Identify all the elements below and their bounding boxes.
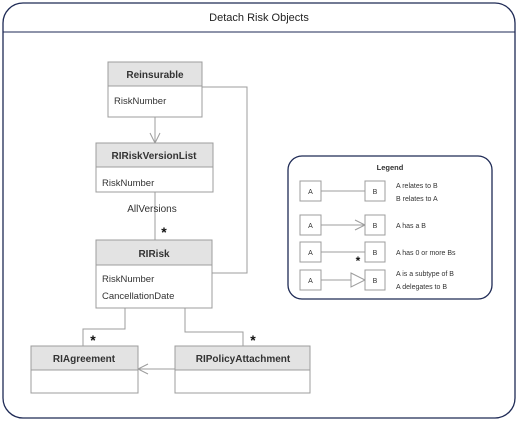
class-attribute: CancellationDate: [102, 291, 174, 302]
legend-triangle-arrow: [350, 272, 367, 288]
legend-box-b: [364, 214, 386, 236]
class-ripolicyattachment[interactable]: RIPolicyAttachment: [174, 345, 311, 394]
legend-box-b: [364, 269, 386, 291]
legend-row-has-a: A B A has a B: [299, 214, 426, 236]
class-body: [30, 369, 139, 394]
class-body: [174, 369, 311, 394]
connector-ririsk-riagreement: [82, 308, 126, 346]
legend-multiplicity: *: [356, 254, 361, 268]
role-label-allversions: AllVersions: [127, 204, 176, 215]
legend-text: A has a B: [396, 223, 426, 230]
class-attribute: RiskNumber: [114, 96, 166, 107]
class-body: [95, 166, 214, 193]
legend-row-has-many: A * B A has 0 or more Bs: [299, 241, 456, 268]
multiplicity-riagreement: *: [90, 332, 96, 348]
legend-letter-a: A: [308, 223, 313, 230]
class-body: [107, 85, 203, 118]
legend-letter-b: B: [373, 250, 378, 257]
class-name: RIRisk: [138, 249, 170, 260]
legend-letter-a: A: [308, 250, 313, 257]
legend-row-subtype: A B A is a subtype of B A delegates to B: [299, 269, 454, 291]
legend-letter-a: A: [308, 278, 313, 285]
class-ririskversionlist[interactable]: RIRiskVersionList RiskNumber: [95, 142, 214, 193]
class-header: [95, 142, 214, 168]
class-header: [95, 239, 213, 266]
class-name: RIRiskVersionList: [111, 151, 197, 162]
legend-letter-b: B: [373, 189, 378, 196]
legend-row-association: A B A relates to B B relates to A: [299, 180, 438, 203]
class-body: [95, 264, 213, 309]
multiplicity-ripolicyattachment: *: [250, 332, 256, 348]
class-header: [107, 61, 203, 87]
class-attribute: RiskNumber: [102, 178, 154, 189]
legend-letter-a: A: [308, 189, 313, 196]
legend-frame: [287, 155, 493, 300]
connector-ririsk-ripolicyattachment: [184, 308, 244, 346]
legend-box-b: [364, 241, 386, 263]
class-name: RIPolicyAttachment: [196, 354, 291, 365]
legend-box-b: [364, 180, 386, 202]
legend-letter-b: B: [373, 223, 378, 230]
multiplicity-ririsk: *: [161, 224, 167, 240]
diagram-title: Detach Risk Objects: [209, 12, 309, 24]
class-attribute: RiskNumber: [102, 274, 154, 285]
connector-ririsk-reinsurable: [202, 86, 248, 274]
legend-text: B relates to A: [396, 196, 438, 203]
class-name: RIAgreement: [53, 354, 116, 365]
class-name: Reinsurable: [126, 70, 184, 81]
legend: Legend A B A relates to B B relates to A…: [287, 155, 493, 300]
class-riagreement[interactable]: RIAgreement: [30, 345, 139, 394]
legend-text: A delegates to B: [396, 284, 447, 291]
legend-text: A has 0 or more Bs: [396, 250, 456, 257]
legend-letter-b: B: [373, 278, 378, 285]
class-header: [30, 345, 139, 371]
class-ririsk[interactable]: RIRisk RiskNumber CancellationDate: [95, 239, 213, 309]
class-header: [174, 345, 311, 371]
legend-title: Legend: [377, 163, 404, 172]
legend-text: A is a subtype of B: [396, 271, 454, 278]
class-reinsurable[interactable]: Reinsurable RiskNumber: [107, 61, 203, 118]
legend-text: A relates to B: [396, 183, 438, 190]
